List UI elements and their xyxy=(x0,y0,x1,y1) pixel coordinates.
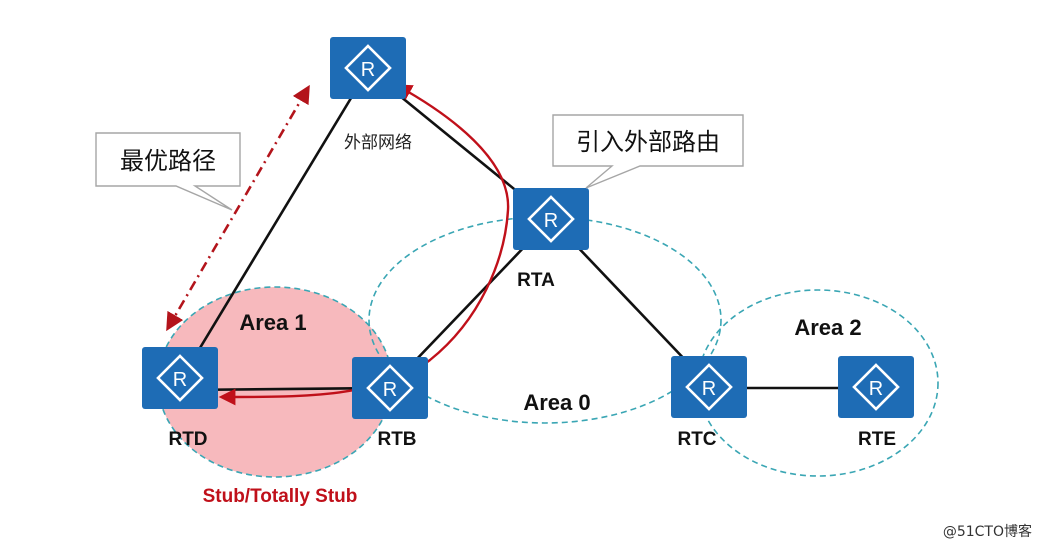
router-icon xyxy=(350,355,430,421)
router-icon xyxy=(328,35,408,101)
router-label-rtb: RTB xyxy=(377,429,416,450)
router-rtd[interactable] xyxy=(140,345,220,411)
router-label-rtc: RTC xyxy=(677,429,716,450)
router-label-rta: RTA xyxy=(517,270,555,291)
stub-area-label: Stub/Totally Stub xyxy=(203,486,358,507)
router-rte[interactable] xyxy=(836,354,916,420)
area-1-label: Area 1 xyxy=(239,310,306,335)
router-label-rte: RTE xyxy=(858,429,896,450)
best-path-callout xyxy=(95,132,241,211)
best-path-callout-text: 最优路径 xyxy=(120,147,216,175)
import-external-callout xyxy=(552,114,744,189)
import-external-callout-text: 引入外部路由 xyxy=(576,128,720,156)
area-2-label: Area 2 xyxy=(794,315,861,340)
router-icon xyxy=(669,354,749,420)
router-rta[interactable] xyxy=(511,186,591,252)
router-label-rtd: RTD xyxy=(168,429,207,450)
best-path-arrow xyxy=(166,84,310,332)
router-icon xyxy=(511,186,591,252)
area-0-label: Area 0 xyxy=(523,390,590,415)
external-route-path xyxy=(218,84,510,406)
watermark: @51CTO博客 xyxy=(943,523,1032,540)
router-ext[interactable] xyxy=(328,35,408,101)
router-rtc[interactable] xyxy=(669,354,749,420)
router-icon xyxy=(836,354,916,420)
router-label-ext: 外部网络 xyxy=(344,133,412,153)
router-rtb[interactable] xyxy=(350,355,430,421)
router-icon xyxy=(140,345,220,411)
